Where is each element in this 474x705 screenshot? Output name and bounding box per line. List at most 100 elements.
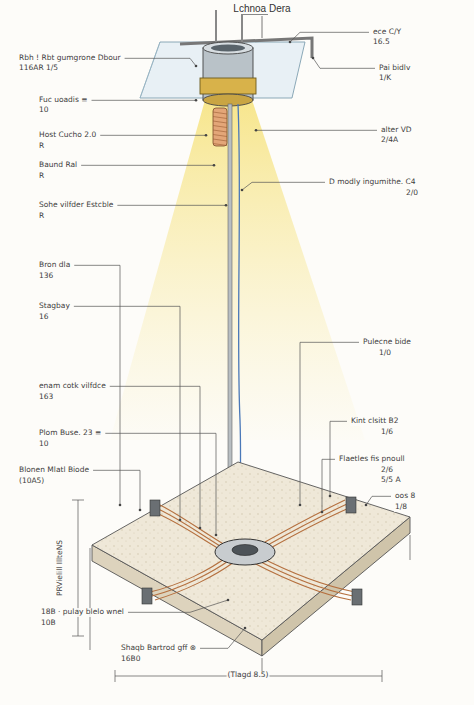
leader-dot (227, 599, 230, 602)
callout-number: 10 (38, 440, 50, 449)
leader-dot (312, 57, 315, 60)
part-label: Blonen Mlatl Biode (18, 466, 90, 475)
coil-winding (213, 117, 227, 119)
leader-line (92, 100, 196, 101)
pipe (216, 10, 268, 44)
callout-number: 136 (38, 272, 54, 281)
leader-line (125, 58, 196, 66)
coil-winding (213, 112, 227, 114)
callout-number: 2/6 (380, 466, 394, 475)
leader-line (105, 433, 216, 535)
callout-number: 10 (38, 106, 50, 115)
leader-dot (195, 99, 198, 102)
leader-line (93, 470, 140, 510)
leader-dot (199, 527, 202, 530)
callout-number: 1/6 (380, 428, 394, 437)
leader-dot (213, 164, 216, 167)
leader-dot (329, 495, 332, 498)
leader-dot (205, 134, 208, 137)
coil-element (213, 108, 227, 146)
part-label: PRVielill IllteNS (56, 539, 65, 597)
callout-number: 2/0 (405, 189, 419, 198)
leader-line (256, 130, 377, 131)
leader-dot (195, 65, 198, 68)
callout-number: 163 (38, 393, 54, 402)
coil-winding (213, 126, 227, 128)
part-label: Shaqb Bartrod gff ⊗ (120, 644, 197, 653)
callout-number: 116AR 1/5 (18, 64, 59, 73)
leader-line (74, 306, 180, 520)
gold-ring (200, 78, 256, 94)
callout-number: 2/4A (380, 136, 399, 145)
callout-number: 16 (38, 313, 50, 322)
callout-number: R (38, 142, 45, 151)
part-label: (Tlagd 8.5) (227, 671, 270, 680)
part-label: oos 8 (394, 492, 416, 501)
part-label: Fuc uoadis ≡ (38, 96, 89, 105)
callout-number: 1/K (378, 74, 392, 83)
part-label: D modly ingumithe. C4 (328, 178, 417, 187)
base-hub (215, 539, 275, 565)
leader-line (100, 135, 206, 136)
part-label: Baund Ral (38, 161, 78, 170)
leader-dot (215, 534, 218, 537)
leader-dot (139, 509, 142, 512)
leader-line (128, 600, 228, 612)
leader-dot (299, 504, 302, 507)
leader-line (322, 459, 335, 512)
part-label: Pulecne bide (362, 338, 412, 347)
part-label: Plom Buse. 23 ≡ (38, 429, 102, 438)
leader-line (313, 58, 375, 68)
callout-number: 16B0 (120, 655, 141, 664)
part-label: Rbh ! Rbt gumgrone Dbour (18, 54, 122, 63)
part-label: 18B · pulay blelo wnel (40, 608, 125, 617)
part-label: ece C/Y (372, 28, 402, 37)
part-label: Pai bidlv (378, 64, 411, 73)
leader-line (242, 182, 325, 190)
coil-winding (213, 130, 227, 132)
leader-dot (289, 41, 292, 44)
leader-dot (225, 204, 228, 207)
part-label: alter VD (380, 126, 413, 135)
leader-line (290, 32, 369, 42)
cable-clamps (142, 497, 362, 605)
part-label: Host Cucho 2.0 (38, 131, 97, 140)
coil-winding (213, 135, 227, 137)
title-tick (262, 16, 263, 38)
part-label: Bron dla (38, 261, 71, 270)
dimension-lines (72, 500, 410, 682)
copper-cables (150, 500, 355, 600)
callout-number: 10B (40, 619, 57, 628)
leader-line (81, 165, 214, 166)
leader-line (117, 205, 226, 206)
leader-dot (119, 504, 122, 507)
leader-line (200, 628, 245, 648)
leader-dot (244, 627, 247, 630)
leader-dot (179, 519, 182, 522)
base-slab (92, 462, 410, 640)
coil-winding (213, 144, 227, 146)
part-label: enam cotk vilfdce (38, 382, 107, 391)
callout-number: 1/8 (394, 503, 408, 512)
part-label: Kint clsitt B2 (350, 417, 399, 426)
leader-line (366, 496, 391, 505)
leader-dot (365, 504, 368, 507)
coil-winding (213, 121, 227, 123)
leader-line (110, 386, 200, 528)
callout-number: (10A5) (18, 477, 45, 486)
leader-dot (241, 189, 244, 192)
title: Lchnoa Dera (231, 3, 292, 14)
leader-dot (255, 129, 258, 132)
callout-number: R (38, 212, 45, 221)
part-label: Flaetles fis pnoull (338, 455, 406, 464)
callout-number: 16.5 (372, 38, 391, 47)
part-label: Stagbay (38, 302, 71, 311)
callout-number: 5/5 A (380, 476, 402, 485)
callout-number: R (38, 172, 45, 181)
light-cone (110, 100, 365, 440)
leader-dot (321, 511, 324, 514)
coil-winding (213, 139, 227, 141)
